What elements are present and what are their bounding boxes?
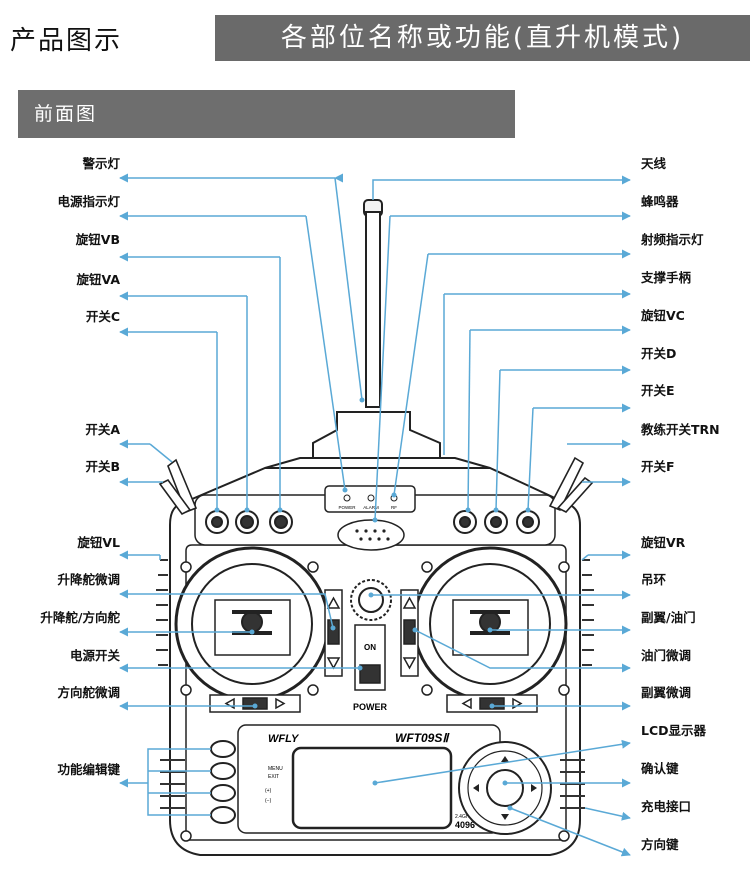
top-knobs bbox=[205, 510, 540, 534]
lcd-area bbox=[237, 724, 501, 834]
label-aileron-trim: 副翼微调 bbox=[641, 685, 692, 700]
label-buzzer: 蜂鸣器 bbox=[641, 194, 679, 209]
header-left-title: 产品图示 bbox=[10, 26, 123, 56]
exit-text: EXIT bbox=[268, 774, 279, 780]
label-knob-vl: 旋钮VL bbox=[77, 535, 120, 550]
label-switch-e: 开关E bbox=[641, 383, 675, 398]
label-warning-light: 警示灯 bbox=[82, 156, 120, 171]
label-rf-indicator: 射频指示灯 bbox=[641, 232, 704, 247]
model-text: WFT09SⅡ bbox=[395, 731, 450, 745]
on-text: ON bbox=[364, 643, 376, 652]
left-gimbal bbox=[174, 546, 330, 702]
label-knob-vr: 旋钮VR bbox=[641, 535, 686, 550]
alarm-led bbox=[367, 494, 375, 502]
led-alarm-text: ALARM bbox=[363, 505, 379, 510]
label-power-indicator: 电源指示灯 bbox=[57, 194, 120, 209]
label-switch-f: 开关F bbox=[641, 459, 675, 474]
label-elevator-trim: 升降舵微调 bbox=[57, 572, 120, 587]
label-rudder-trim: 方向舵微调 bbox=[57, 685, 120, 700]
label-knob-vc: 旋钮VC bbox=[641, 308, 685, 323]
power-text: POWER bbox=[353, 702, 388, 712]
label-function-keys: 功能编辑键 bbox=[57, 762, 120, 777]
label-switch-c: 开关C bbox=[85, 309, 120, 324]
power-led bbox=[343, 494, 351, 502]
toggle-switches bbox=[158, 456, 594, 516]
led-power-text: POWER bbox=[338, 505, 356, 510]
label-antenna: 天线 bbox=[641, 156, 667, 171]
channels-text: 4096 bbox=[455, 820, 475, 830]
label-switch-d: 开关D bbox=[641, 346, 677, 361]
label-switch-a: 开关A bbox=[85, 422, 120, 437]
power-switch bbox=[354, 624, 386, 691]
function-keys bbox=[210, 740, 236, 824]
label-throttle-trim: 油门微调 bbox=[641, 648, 692, 663]
side-grips bbox=[156, 559, 594, 809]
label-lcd-display: LCD显示器 bbox=[641, 723, 707, 738]
hanger-ring bbox=[350, 579, 392, 621]
freq-text: 2.4GHz bbox=[455, 814, 472, 820]
right-vertical-trim bbox=[400, 589, 419, 677]
label-aileron-throttle: 副翼/油门 bbox=[641, 610, 696, 625]
label-elevator-rudder: 升降舵/方向舵 bbox=[40, 610, 120, 625]
label-knob-vb: 旋钮VB bbox=[75, 232, 120, 247]
menu-text: MENU bbox=[268, 766, 283, 772]
section-title: 前面图 bbox=[18, 90, 515, 138]
label-charge-port: 充电接口 bbox=[641, 799, 692, 814]
label-trainer-switch: 教练开关TRN bbox=[641, 422, 720, 437]
leader-endpoints bbox=[214, 397, 531, 811]
minus-text: (−) bbox=[265, 798, 272, 804]
brand-text: WFLY bbox=[268, 733, 300, 745]
right-gimbal bbox=[412, 546, 568, 702]
label-confirm-key: 确认键 bbox=[641, 761, 679, 776]
label-support-handle: 支撑手柄 bbox=[641, 270, 692, 285]
buzzer-grille bbox=[337, 519, 405, 551]
label-hanger-ring: 吊环 bbox=[641, 572, 667, 587]
label-direction-keys: 方向键 bbox=[641, 837, 679, 852]
label-power-switch: 电源开关 bbox=[69, 648, 120, 663]
led-rf-text: RF bbox=[391, 505, 397, 510]
screws bbox=[180, 561, 570, 842]
label-switch-b: 开关B bbox=[85, 459, 120, 474]
plus-text: (+) bbox=[265, 788, 272, 794]
direction-pad bbox=[458, 741, 552, 835]
label-knob-va: 旋钮VA bbox=[76, 272, 121, 287]
header-right-title: 各部位名称或功能(直升机模式) bbox=[215, 15, 750, 61]
